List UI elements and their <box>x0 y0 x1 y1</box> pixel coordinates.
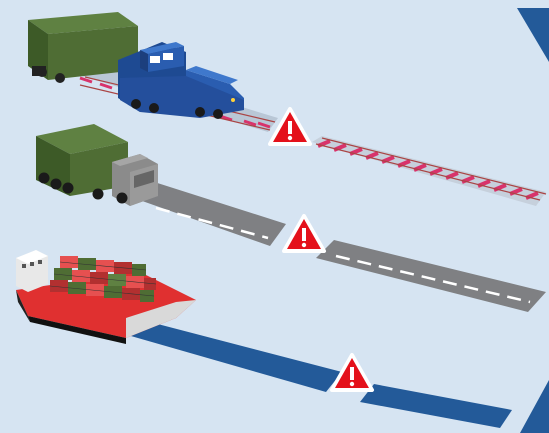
transport-disruption-illustration <box>0 0 549 433</box>
